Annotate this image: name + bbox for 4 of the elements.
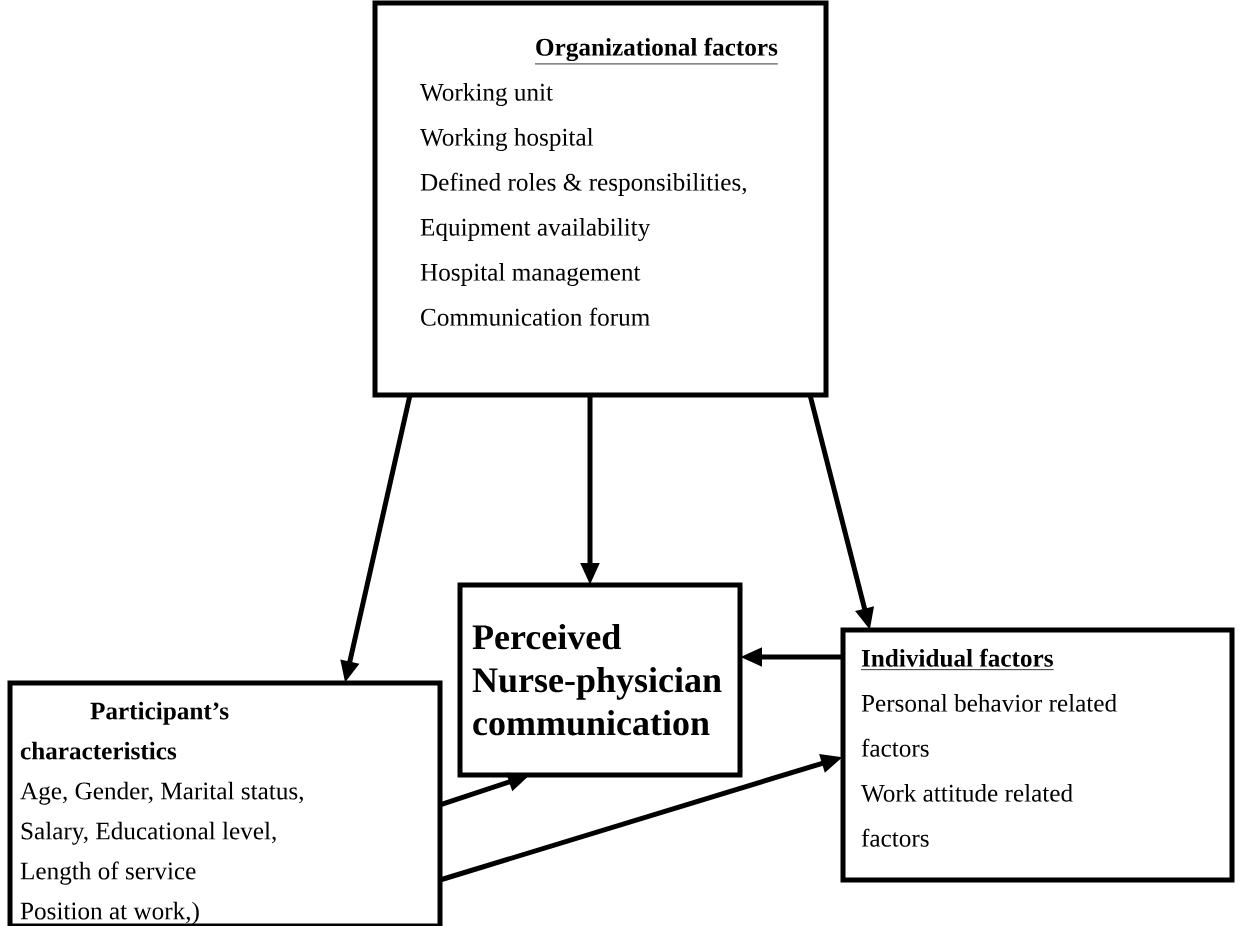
- factor-box: Perceived Nurse-physician communication: [457, 582, 743, 778]
- factor-box: Individual factors Personal behavior related factors Work attitude related factors: [840, 627, 1235, 883]
- factor-box: Participant’s characteristics Age, Gender, Marital status, Salary, Educational level, Length of service Position at work,): [7, 680, 443, 926]
- factor-box: Organizational factors Working unit Working hospital Defined roles & responsibilities, Equipment availability Hospital management Communication forum: [372, 0, 829, 398]
